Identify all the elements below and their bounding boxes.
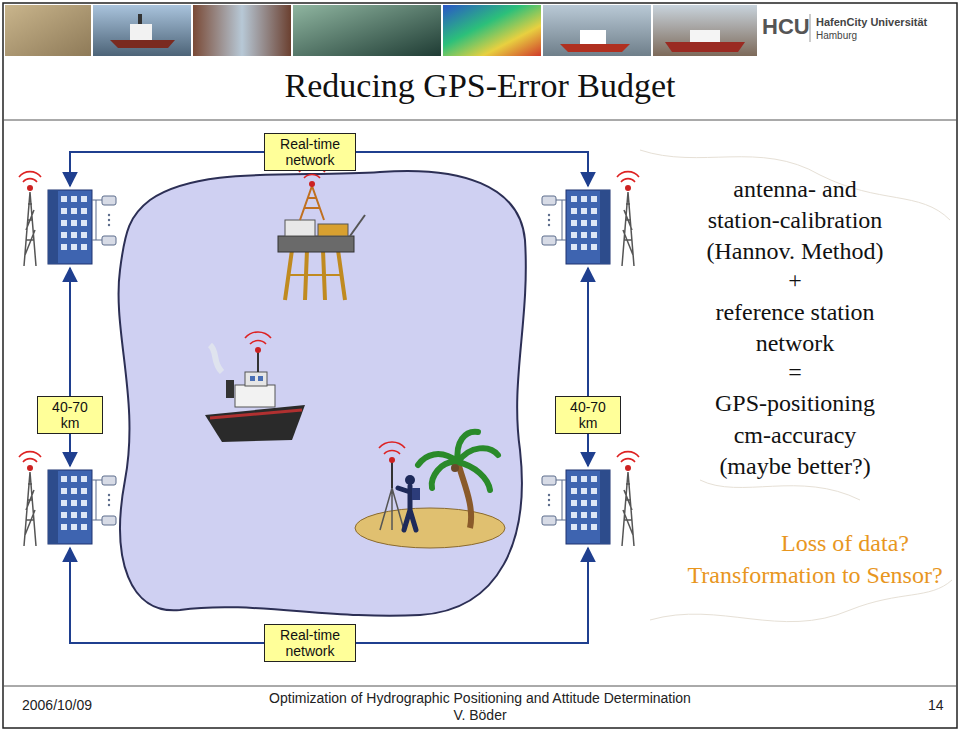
- logo-city: Hamburg: [816, 30, 857, 42]
- footer-author: V. Böder: [453, 707, 506, 723]
- bullet-text: network: [756, 330, 835, 358]
- distance-box: 40-70 km: [555, 396, 621, 434]
- page-number: 14: [928, 697, 944, 713]
- slide-title: Reducing GPS-Error Budget: [285, 66, 676, 105]
- box-text: 40-70 km: [42, 399, 98, 431]
- box-text: Real-time network: [269, 136, 351, 168]
- logo-name: HafenCity Universität: [816, 16, 927, 29]
- operator-sign: +: [788, 267, 802, 295]
- bullet-text: (maybe better?): [719, 453, 870, 481]
- footer-date: 2006/10/09: [22, 697, 92, 713]
- bullet-text: antenna- and: [733, 176, 856, 204]
- footer-title: Optimization of Hydrographic Positioning…: [269, 690, 691, 706]
- box-text: 40-70 km: [560, 399, 616, 431]
- network-box: Real-time network: [264, 624, 356, 662]
- bullet-text: (Hannov. Method): [706, 238, 883, 266]
- open-question: Loss of data?: [781, 530, 909, 558]
- logo-mark: HCU: [762, 14, 810, 39]
- bullet-text: reference station: [715, 299, 874, 327]
- bullet-text: cm-accuracy: [734, 422, 857, 450]
- operator-sign: =: [788, 359, 802, 387]
- distance-box: 40-70 km: [37, 396, 103, 434]
- box-text: Real-time network: [269, 627, 351, 659]
- network-box: Real-time network: [264, 133, 356, 171]
- bullet-text: GPS-positioning: [715, 390, 875, 418]
- open-question: Transformation to Sensor?: [687, 562, 942, 590]
- bullet-text: station-calibration: [708, 207, 883, 235]
